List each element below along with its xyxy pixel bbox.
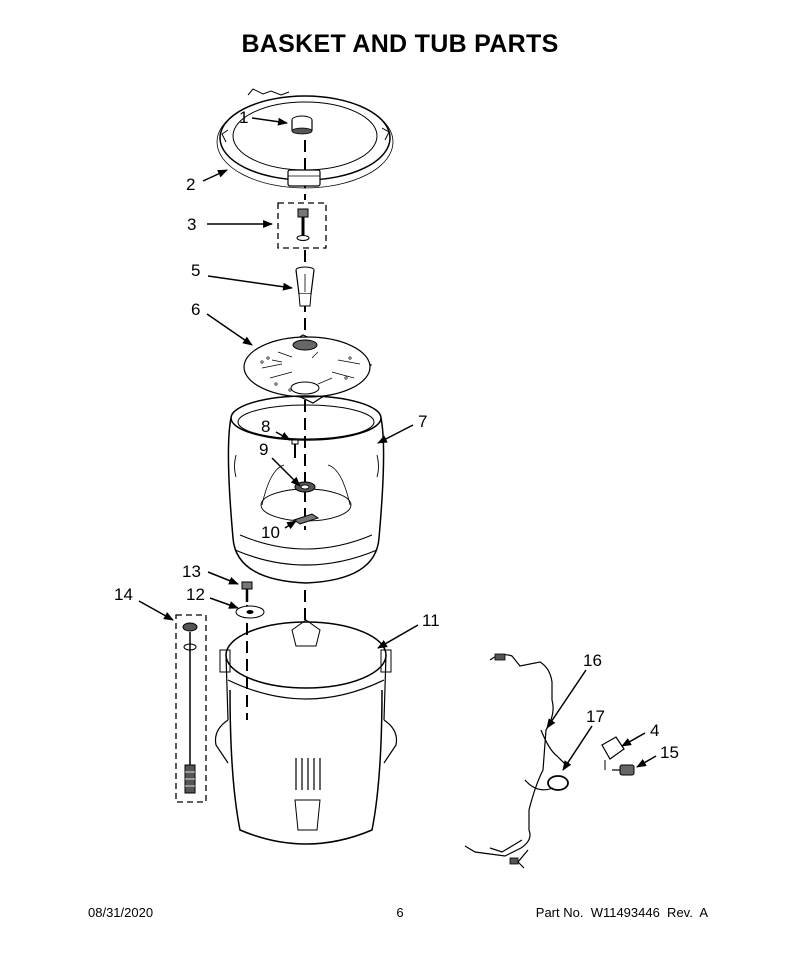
callout-17: 17 [586,707,605,726]
agitator-cup-part [295,266,315,307]
callout-16: 16 [583,651,602,670]
impeller-part [243,334,373,404]
callout-13: 13 [182,562,201,581]
callout-11: 11 [422,611,440,630]
bolt-kit-part [277,202,327,249]
footer-date: 08/31/2020 [88,905,154,920]
switch-part-4 [601,736,625,770]
callout-2: 2 [186,175,195,194]
footer-part-number: Part No. W11493446 Rev. A [535,905,708,920]
washer-part-10 [292,513,320,525]
wire-harness-part [464,653,568,869]
callout-8: 8 [261,417,270,436]
callout-15: 15 [660,743,679,762]
callout-14: 14 [114,585,133,604]
footer-page-number: 6 [396,905,404,920]
callout-6: 6 [191,300,200,319]
clip-part-17 [547,775,569,791]
washer-part-12 [235,605,265,619]
callout-12: 12 [186,585,205,604]
callout-5: 5 [191,261,200,280]
leader-arrows [138,117,657,771]
assembly-axis-lines [246,140,306,720]
agitator-cap-part [291,115,313,135]
page-title: BASKET AND TUB PARTS [241,30,559,58]
callout-labels: 1 2 3 5 6 7 8 9 10 13 12 14 11 16 17 4 1… [114,108,679,762]
callout-9: 9 [259,440,268,459]
callout-4: 4 [650,721,659,740]
connector-part-15 [612,764,635,776]
suspension-rod-part [175,614,207,803]
tub-ring-part [216,88,394,189]
callout-10: 10 [261,523,280,542]
screw-part-8 [291,439,299,458]
outer-tub-part [214,619,398,845]
callout-1: 1 [239,108,248,127]
callout-7: 7 [418,412,427,431]
callout-3: 3 [187,215,196,234]
bolt-part-13 [241,581,253,602]
